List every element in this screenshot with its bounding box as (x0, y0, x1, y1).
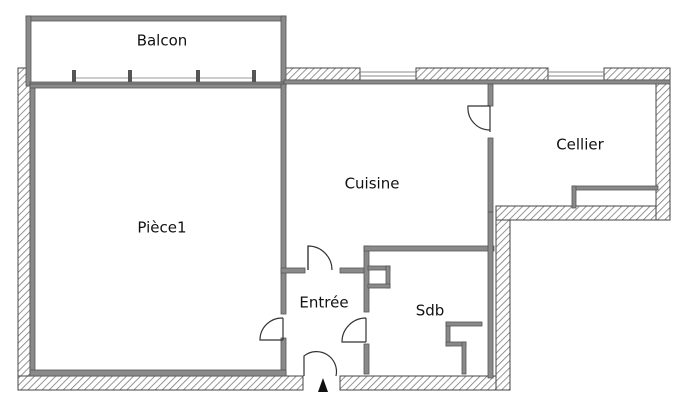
wall-left (17, 67, 31, 391)
balcony (25, 15, 287, 87)
room-label-balcon: Balcon (137, 32, 188, 50)
wall-bottom-right (339, 375, 511, 391)
room-label-entree: Entrée (299, 294, 348, 312)
wall-right-lower (495, 217, 511, 391)
wall-top-1 (283, 67, 361, 81)
entrance-arrow-icon (318, 378, 328, 392)
room-label-cellier: Cellier (556, 136, 604, 154)
exterior-walls (17, 67, 671, 391)
doors (259, 105, 491, 377)
wall-bottom-left (17, 375, 304, 391)
top-windows (360, 71, 604, 77)
wall-step (495, 205, 671, 221)
interior-walls (29, 79, 671, 379)
room-label-piece1: Pièce1 (137, 219, 186, 237)
wall-right-upper (655, 67, 671, 221)
room-label-cuisine: Cuisine (345, 175, 400, 193)
wall-top-2 (415, 67, 549, 81)
room-label-sdb: Sdb (416, 302, 445, 320)
wall-top-3 (603, 67, 671, 81)
